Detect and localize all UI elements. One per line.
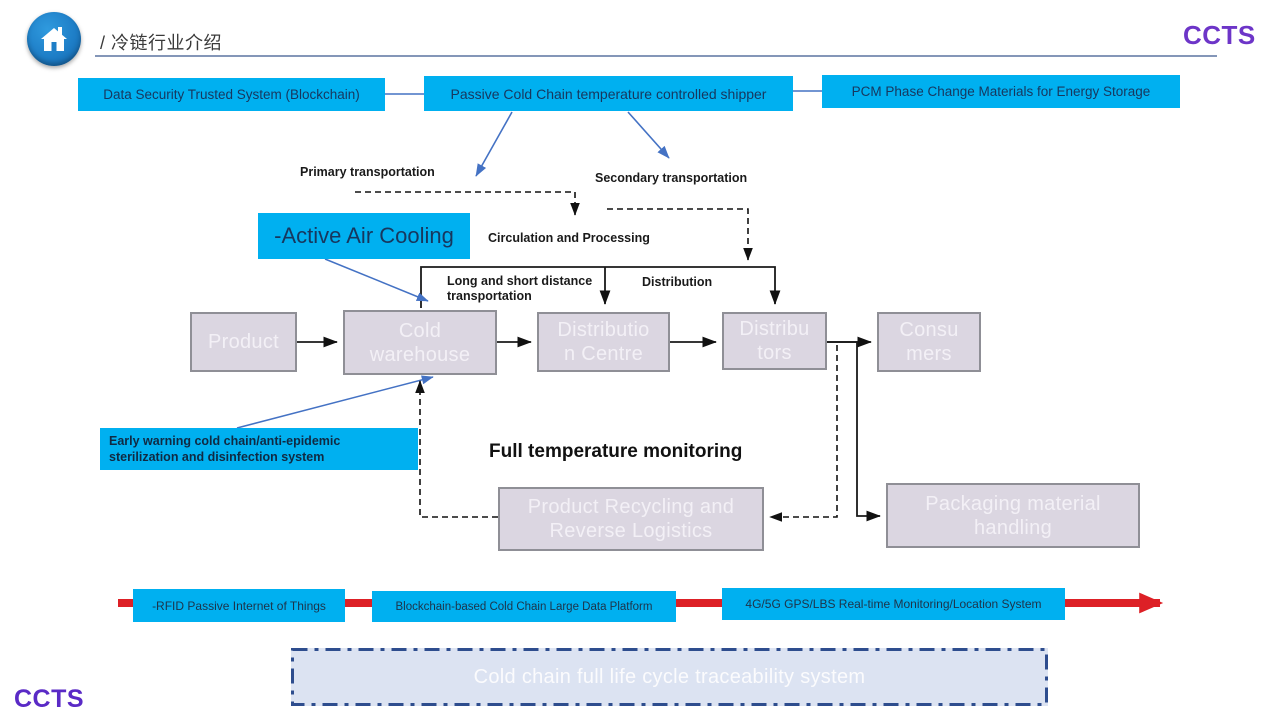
box-data-security: Data Security Trusted System (Blockchain… xyxy=(78,78,385,111)
dashed-recycle-left xyxy=(415,380,498,518)
traceability-dashdot-border xyxy=(291,648,1048,706)
home-button[interactable] xyxy=(27,12,81,66)
box-packaging-handling: Packaging material handling xyxy=(886,483,1140,548)
box-traceability-system: Cold chain full life cycle traceability … xyxy=(291,648,1048,706)
label-long-short-distance: Long and short distance transportation xyxy=(447,274,593,303)
box-passive-cold-chain: Passive Cold Chain temperature controlle… xyxy=(424,76,793,111)
header-divider xyxy=(95,55,1217,57)
dashed-secondary-path xyxy=(607,208,753,261)
box-product-recycling: Product Recycling and Reverse Logistics xyxy=(498,487,764,551)
arrow-earlywarning-cold xyxy=(236,375,434,429)
box-pcm-materials: PCM Phase Change Materials for Energy St… xyxy=(822,75,1180,108)
box-gps-monitoring: 4G/5G GPS/LBS Real-time Monitoring/Locat… xyxy=(722,588,1065,620)
flow-box-product: Product xyxy=(190,312,297,372)
line-to-packaging xyxy=(827,341,881,522)
label-full-temperature-monitoring: Full temperature monitoring xyxy=(489,441,743,462)
arrow-activeair-cold xyxy=(324,258,429,302)
label-circulation-processing: Circulation and Processing xyxy=(488,231,650,245)
box-rfid-iot: -RFID Passive Internet of Things xyxy=(133,589,345,622)
dashed-primary-path xyxy=(355,191,580,216)
dashed-recycle-right xyxy=(769,345,838,522)
brand-logo-top: CCTS xyxy=(1183,20,1256,50)
flow-box-distribution-centre: Distributio n Centre xyxy=(537,312,670,372)
page-title: / 冷链行业介绍 xyxy=(100,33,223,53)
flow-box-distributors: Distribu tors xyxy=(722,312,827,370)
flow-box-cold-warehouse: Cold warehouse xyxy=(343,310,497,375)
label-distribution: Distribution xyxy=(642,275,713,289)
brand-logo-bottom: CCTS xyxy=(14,685,85,713)
label-secondary-transportation: Secondary transportation xyxy=(595,171,748,185)
box-blockchain-platform: Blockchain-based Cold Chain Large Data P… xyxy=(372,591,676,622)
rail-transport xyxy=(420,266,781,308)
arrow-to-secondary xyxy=(627,111,670,159)
home-icon xyxy=(41,27,67,51)
label-primary-transportation: Primary transportation xyxy=(300,165,435,179)
flow-box-consumers: Consu mers xyxy=(877,312,981,372)
arrow-to-primary xyxy=(475,111,513,177)
box-early-warning: Early warning cold chain/anti-epidemic s… xyxy=(100,428,418,470)
box-active-air-cooling: -Active Air Cooling xyxy=(258,213,470,259)
traceability-label: Cold chain full life cycle traceability … xyxy=(473,665,866,688)
